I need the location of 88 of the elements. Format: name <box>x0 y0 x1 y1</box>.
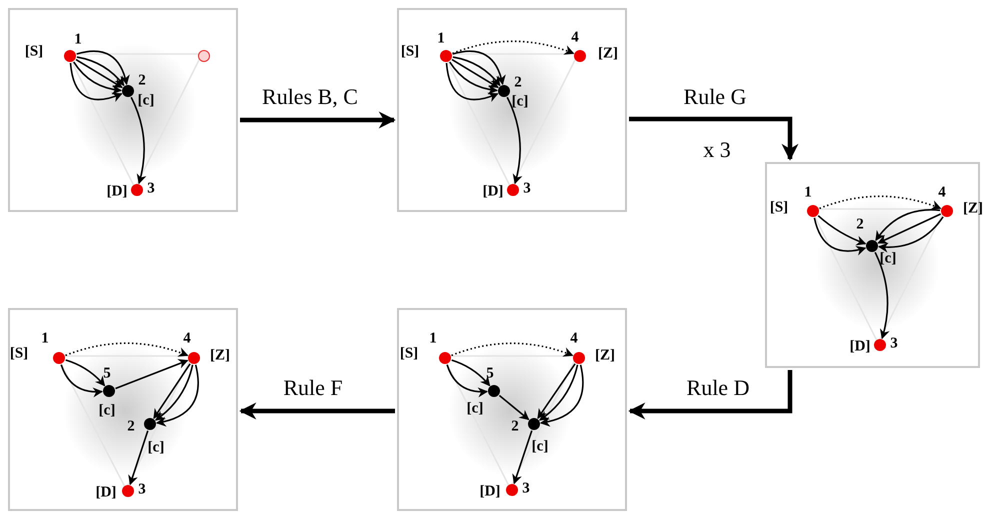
graph-vertex <box>439 352 451 364</box>
transition-arrow <box>629 116 798 161</box>
curved-arrow <box>115 359 188 390</box>
graph-vertex <box>440 50 452 62</box>
graph-vertex <box>64 50 76 62</box>
curved-arrow <box>878 216 944 252</box>
vertex-label: [S] <box>770 200 788 216</box>
vertex-label: [c] <box>138 94 154 108</box>
vertex-label: [D] <box>480 484 500 500</box>
vertex-label: [Z] <box>963 202 983 216</box>
dotted-arrow <box>452 40 574 55</box>
vertex-label: [S] <box>24 44 44 60</box>
curved-arrow <box>73 61 122 94</box>
vertex-label: 3 <box>138 482 146 498</box>
vertex-label: 2 <box>127 420 135 434</box>
dotted-arrow <box>451 342 574 357</box>
vertex-label: 3 <box>147 182 155 196</box>
curved-arrow <box>540 364 584 426</box>
graph-vertex <box>198 50 210 62</box>
curved-arrow <box>130 96 146 184</box>
vertex-label: 2 <box>514 76 522 90</box>
graph-vertex <box>131 184 143 196</box>
curved-arrow <box>156 364 199 426</box>
curved-arrow <box>818 215 866 246</box>
graph-vertex <box>122 485 134 497</box>
vertex-label: [Z] <box>595 348 615 364</box>
vertex-label: [D] <box>850 340 870 354</box>
graph-vertex <box>506 484 518 496</box>
curved-arrow <box>452 50 506 86</box>
vertex-label: [Z] <box>598 46 618 62</box>
curved-arrow <box>814 218 866 256</box>
curved-arrow <box>506 96 522 184</box>
curved-arrow <box>70 62 123 102</box>
graph-vertex <box>874 339 886 351</box>
curved-arrow <box>874 252 890 340</box>
graph-vertex <box>941 205 953 217</box>
vertex-label: 2 <box>511 420 519 434</box>
dotted-arrow <box>65 342 188 357</box>
vertex-label: [c] <box>98 404 116 418</box>
graph-vertex <box>573 352 585 364</box>
graph-vertex <box>574 50 586 62</box>
vertex-label: [c] <box>148 440 164 456</box>
vertex-label: 4 <box>570 332 578 346</box>
curved-arrow <box>451 359 490 386</box>
vertex-label: [Z] <box>210 348 230 364</box>
vertex-label: [S] <box>400 44 420 60</box>
transition-arrow <box>240 112 396 128</box>
curved-arrow <box>446 62 499 102</box>
vertex-label: 5 <box>103 366 111 382</box>
curved-arrow <box>498 394 530 420</box>
curved-arrow <box>60 364 103 398</box>
curved-arrow <box>512 430 533 484</box>
vertex-label: [c] <box>466 402 484 416</box>
vertex-label: [D] <box>106 184 128 200</box>
vertex-label: 1 <box>429 332 437 346</box>
vertex-label: 4 <box>571 30 579 46</box>
vertex-label: 1 <box>804 186 812 200</box>
curved-arrow <box>446 364 488 397</box>
curved-arrow <box>76 50 130 86</box>
edge-label: Rules B, C <box>260 86 360 108</box>
vertex-label: [D] <box>96 486 116 500</box>
curved-arrow <box>449 61 498 94</box>
vertex-label: [c] <box>532 440 548 454</box>
curved-arrow <box>128 430 149 486</box>
curved-arrow <box>65 359 106 386</box>
dotted-arrow <box>819 196 942 210</box>
vertex-label: [S] <box>400 346 418 362</box>
graph-vertex <box>507 184 519 196</box>
vertex-label: 3 <box>522 482 530 496</box>
vertex-label: 2 <box>138 74 146 88</box>
graph-vertex <box>53 352 65 364</box>
vertex-label: 3 <box>523 182 531 196</box>
vertex-label: 1 <box>437 32 445 46</box>
vertex-label: 5 <box>486 366 494 382</box>
transition-arrow <box>239 402 395 420</box>
vertex-label: 4 <box>183 332 191 346</box>
graph-vertex <box>188 352 200 364</box>
transition-arrow <box>628 370 792 420</box>
vertex-label: 4 <box>938 186 946 200</box>
vertex-label: 1 <box>74 32 82 48</box>
vertex-label: [S] <box>10 346 28 362</box>
graph-vertex <box>807 205 819 217</box>
vertex-label: 3 <box>890 336 898 352</box>
vertex-label: [D] <box>482 184 504 200</box>
vertex-label: 2 <box>856 218 864 232</box>
vertex-label: [c] <box>880 252 896 266</box>
vertex-label: [c] <box>512 94 528 110</box>
vertex-label: 1 <box>41 332 49 346</box>
